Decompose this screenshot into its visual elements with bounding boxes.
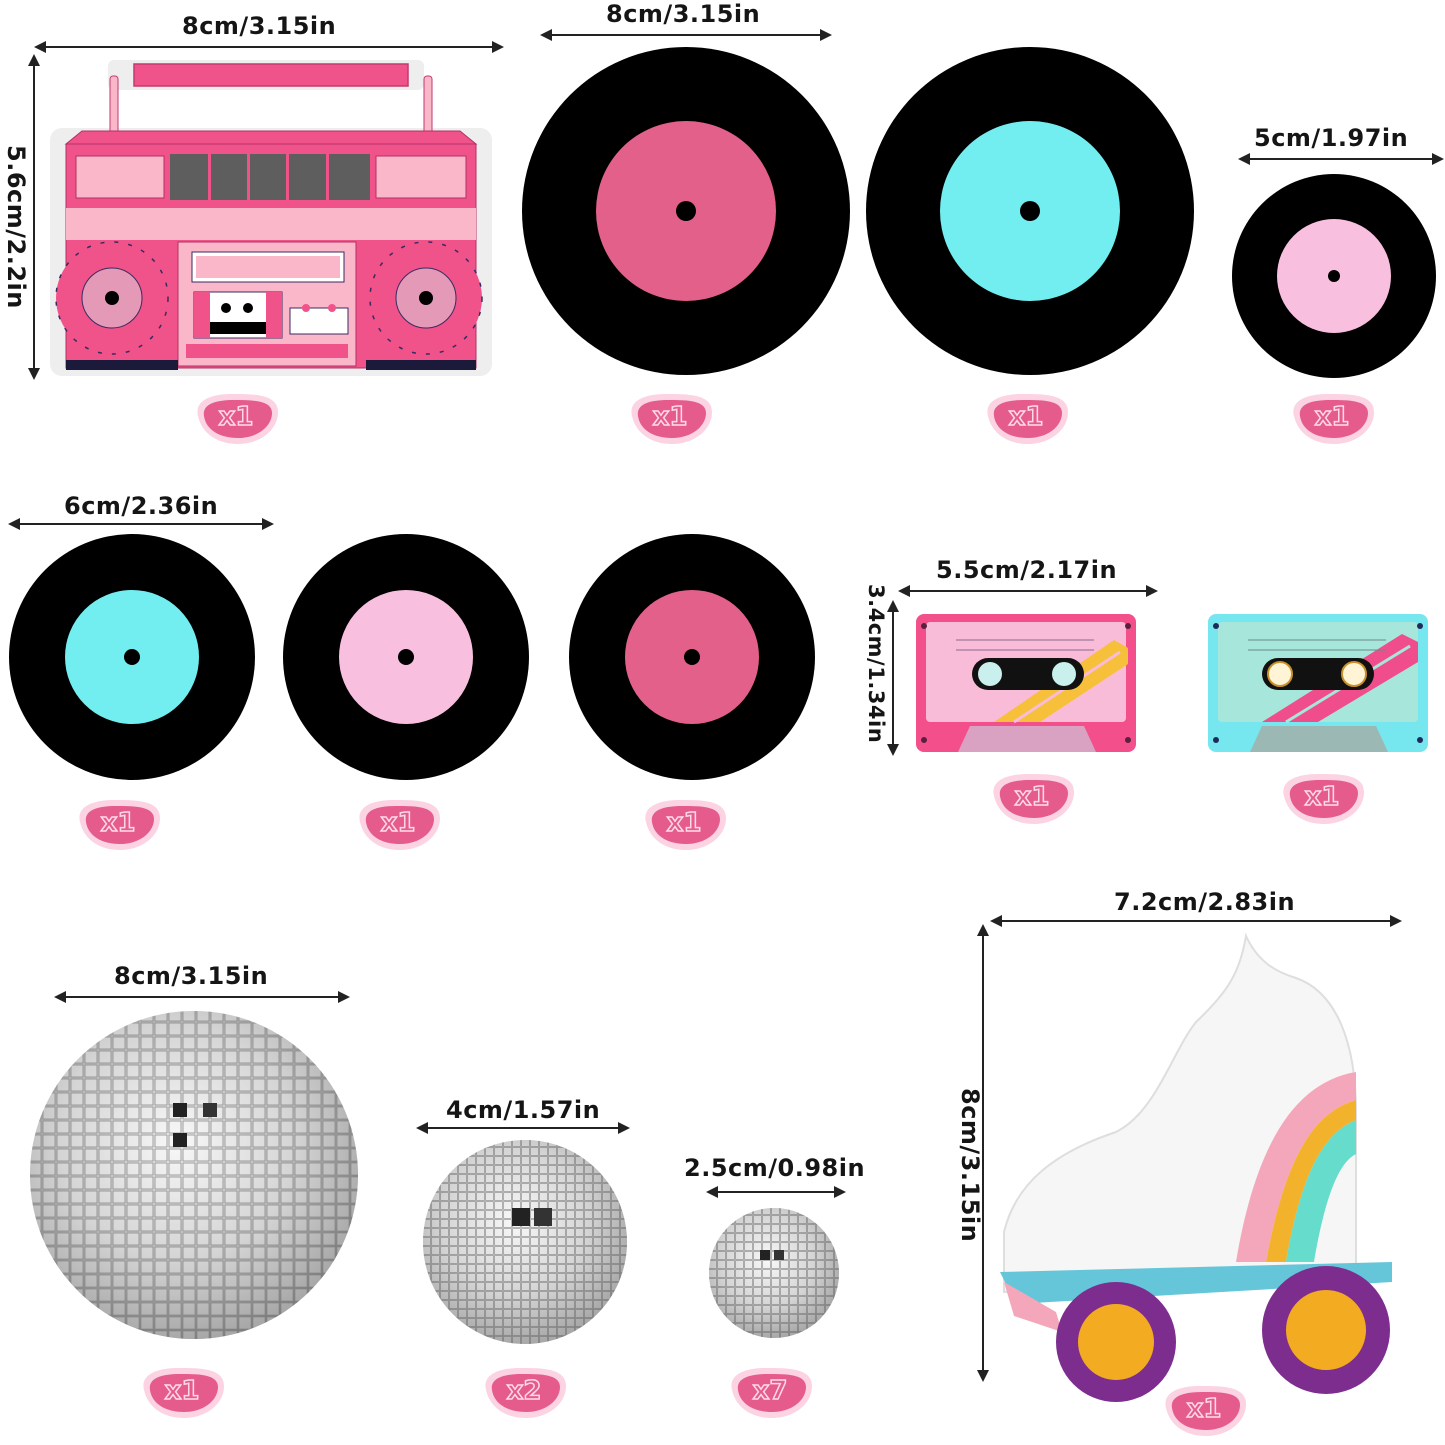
disco-medium-width-arrow — [416, 1122, 630, 1134]
quantity-badge: x1 — [984, 766, 1080, 830]
boombox-width-arrow — [34, 41, 504, 53]
record-medium-lightpink-image — [282, 533, 530, 785]
quantity-badge: x7 — [722, 1360, 818, 1424]
disco-ball-medium-image — [422, 1138, 628, 1350]
cassette-width-label: 5.5cm/2.17in — [936, 556, 1118, 584]
boombox-width-label: 8cm/3.15in — [182, 12, 337, 40]
record-small-lightpink-image — [1231, 173, 1437, 383]
cassette-cyan-image — [1206, 612, 1432, 758]
cassette-height-label: 3.4cm/1.34in — [864, 584, 888, 744]
disco-ball-large-image — [28, 1008, 360, 1346]
quantity-badge: x1 — [350, 792, 446, 856]
quantity-badge: x2 — [476, 1360, 572, 1424]
boombox-image — [46, 56, 496, 378]
quantity-badge: x1 — [622, 386, 718, 450]
record-medium-hotpink-image — [568, 533, 816, 785]
disco-medium-width-label: 4cm/1.57in — [446, 1096, 601, 1124]
disco-ball-small-image — [708, 1206, 840, 1344]
record-medium-width-arrow — [8, 518, 274, 530]
skate-height-arrow — [977, 924, 989, 1382]
record-width-arrow — [540, 29, 832, 41]
quantity-badge: x1 — [70, 792, 166, 856]
disco-small-width-label: 2.5cm/0.98in — [684, 1154, 866, 1182]
record-small-width-label: 5cm/1.97in — [1254, 124, 1409, 152]
record-large-pink-image — [521, 46, 851, 380]
cassette-height-arrow — [887, 600, 899, 756]
quantity-badge: x1 — [1274, 766, 1370, 830]
disco-large-width-label: 8cm/3.15in — [114, 962, 269, 990]
quantity-badge: x1 — [134, 1360, 230, 1424]
disco-small-width-arrow — [706, 1186, 846, 1198]
cassette-pink-image — [914, 612, 1140, 758]
cassette-width-arrow — [898, 585, 1158, 597]
quantity-badge: x1 — [188, 386, 284, 450]
quantity-badge: x1 — [636, 792, 732, 856]
record-width-label: 8cm/3.15in — [606, 0, 761, 28]
record-medium-cyan-image — [8, 533, 256, 785]
quantity-badge: x1 — [978, 386, 1074, 450]
record-large-cyan-image — [865, 46, 1195, 380]
skate-width-label: 7.2cm/2.83in — [1114, 888, 1296, 916]
skate-width-arrow — [990, 915, 1402, 927]
skate-height-label: 8cm/3.15in — [956, 1088, 984, 1243]
roller-skate-image — [996, 932, 1396, 1416]
quantity-badge: x1 — [1284, 386, 1380, 450]
quantity-badge: x1 — [1156, 1378, 1252, 1442]
boombox-height-arrow — [28, 54, 40, 380]
disco-large-width-arrow — [54, 991, 350, 1003]
record-medium-width-label: 6cm/2.36in — [64, 492, 219, 520]
record-small-width-arrow — [1238, 153, 1444, 165]
boombox-height-label: 5.6cm/2.2in — [2, 145, 30, 309]
